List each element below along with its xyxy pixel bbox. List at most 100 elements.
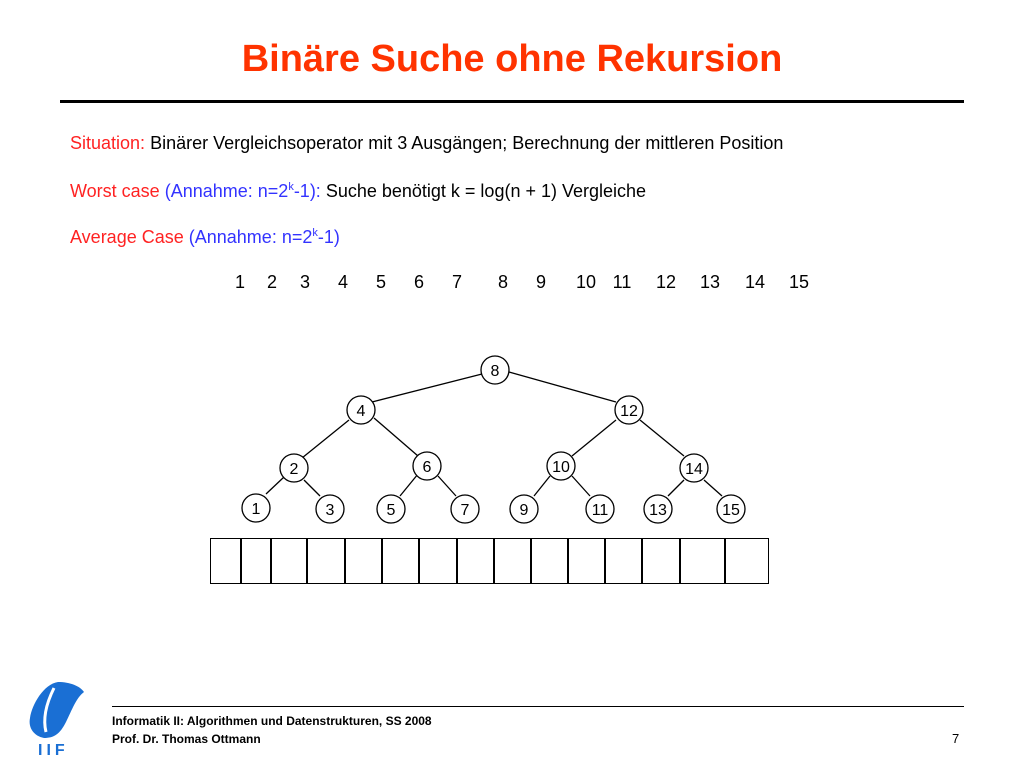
tree-node-label: 2: [290, 461, 299, 478]
tree-node-circle: [376, 494, 406, 524]
array-cell: [210, 538, 242, 584]
tree-node-label: 9: [520, 502, 529, 519]
page-number: 7: [952, 731, 960, 746]
tree-node-circle: [346, 395, 376, 425]
tree-node-label: 1: [252, 501, 261, 518]
avg-annahme-pre: (Annahme: n=2: [188, 227, 313, 247]
array-cell: [641, 538, 681, 584]
average-case-line: Average Case (Annahme: n=2k-1): [70, 227, 340, 248]
sequence-number: 14: [744, 272, 766, 292]
slide-title: Binäre Suche ohne Rekursion: [241, 38, 783, 80]
tree-node-label: 12: [620, 403, 638, 420]
sequence-number: 13: [699, 272, 721, 292]
array-cell: [456, 538, 495, 584]
footer-author: Prof. Dr. Thomas Ottmann: [112, 732, 261, 746]
array-cell: [530, 538, 569, 584]
tree-node-label: 15: [722, 502, 740, 519]
situation-label: Situation:: [70, 133, 146, 153]
worst-case-label: Worst case: [70, 181, 160, 201]
tree-node-label: 7: [461, 502, 470, 519]
tree-node-label: 11: [592, 502, 609, 519]
tree-node-circle: [585, 494, 615, 524]
tree-node-label: 13: [649, 502, 667, 519]
tree-edge: [265, 476, 285, 495]
tree-node-label: 10: [552, 459, 570, 476]
array-cell: [240, 538, 272, 584]
sequence-number: 11: [612, 272, 632, 292]
array-cell: [567, 538, 606, 584]
worst-case-line: Worst case (Annahme: n=2k-1): Suche benö…: [70, 181, 646, 202]
tree-edge: [667, 479, 685, 497]
sequence-number: 9: [535, 272, 547, 292]
tree-edge: [508, 371, 617, 403]
tree-edge: [303, 479, 321, 497]
tree-edges: [265, 371, 723, 497]
tree-node-circle: [241, 493, 271, 523]
array-cell: [679, 538, 726, 584]
tree-node-circle: [480, 355, 510, 385]
array-cell: [344, 538, 383, 584]
array-cell: [604, 538, 643, 584]
iif-logo: IIF: [29, 682, 84, 759]
worst-annahme-pre: (Annahme: n=2: [164, 181, 289, 201]
situation-line: Situation: Binärer Vergleichsoperator mi…: [70, 133, 783, 154]
tree-node-label: 8: [491, 363, 500, 380]
sequence-number: 1: [234, 272, 246, 292]
tree-node-circle: [679, 453, 709, 483]
tree-node-label: 14: [685, 461, 703, 478]
tree-node-circle: [643, 494, 673, 524]
logo-text: IIF: [38, 742, 69, 759]
average-case-label: Average Case: [70, 227, 184, 247]
sequence-number: 7: [451, 272, 463, 292]
sequence-number: 3: [299, 272, 311, 292]
situation-text: Binärer Vergleichsoperator mit 3 Ausgäng…: [150, 133, 784, 153]
tree-node-circle: [450, 494, 480, 524]
worst-case-text: Suche benötigt k = log(n + 1) Vergleiche: [325, 181, 647, 201]
array-cell: [306, 538, 346, 584]
logo-swoosh-highlight: [43, 687, 56, 733]
tree-edge: [639, 419, 685, 457]
sequence-number: 2: [266, 272, 278, 292]
average-case-annahme: (Annahme: n=2k-1): [189, 227, 340, 247]
sequence-number: 15: [788, 272, 810, 292]
avg-annahme-post: -1): [317, 227, 340, 247]
array-cell: [381, 538, 420, 584]
title-divider: [60, 100, 964, 103]
tree-node-circle: [412, 451, 442, 481]
footer-course: Informatik II: Algorithmen und Datenstru…: [112, 714, 432, 728]
array-cell: [724, 538, 769, 584]
tree-edge: [437, 475, 457, 497]
tree-edge: [533, 475, 551, 497]
avg-annahme-sup: k: [312, 227, 318, 239]
tree-node-circle: [509, 494, 539, 524]
tree-node-circle: [546, 451, 576, 481]
sequence-number: 10: [575, 272, 597, 292]
tree-node-circle: [614, 395, 644, 425]
array-cell: [270, 538, 308, 584]
worst-annahme-post: -1):: [293, 181, 321, 201]
tree-node-circle: [315, 494, 345, 524]
tree-node-label: 3: [326, 502, 335, 519]
sequence-number: 5: [375, 272, 387, 292]
tree-nodes: [241, 355, 746, 524]
tree-node-label: 4: [357, 403, 366, 420]
tree-node-label: 5: [387, 502, 396, 519]
worst-annahme-sup: k: [288, 181, 294, 193]
tree-edge: [571, 419, 617, 457]
worst-case-annahme: (Annahme: n=2k-1):: [165, 181, 321, 201]
tree-edge: [373, 417, 419, 457]
array-cell: [418, 538, 458, 584]
sequence-number: 12: [655, 272, 677, 292]
tree-edge: [371, 373, 483, 403]
tree-edge: [703, 479, 723, 497]
tree-edge: [571, 475, 591, 497]
sequence-number: 6: [413, 272, 425, 292]
footer-divider: [112, 706, 964, 707]
sequence-number: 4: [337, 272, 349, 292]
logo-swoosh: [29, 682, 84, 738]
number-sequence: 1 2 3 4 5 6 7 8 9 10 11 12 13 14 15: [0, 272, 1024, 296]
array-cell: [493, 538, 532, 584]
tree-edge: [301, 419, 350, 459]
tree-node-label: 6: [423, 459, 432, 476]
